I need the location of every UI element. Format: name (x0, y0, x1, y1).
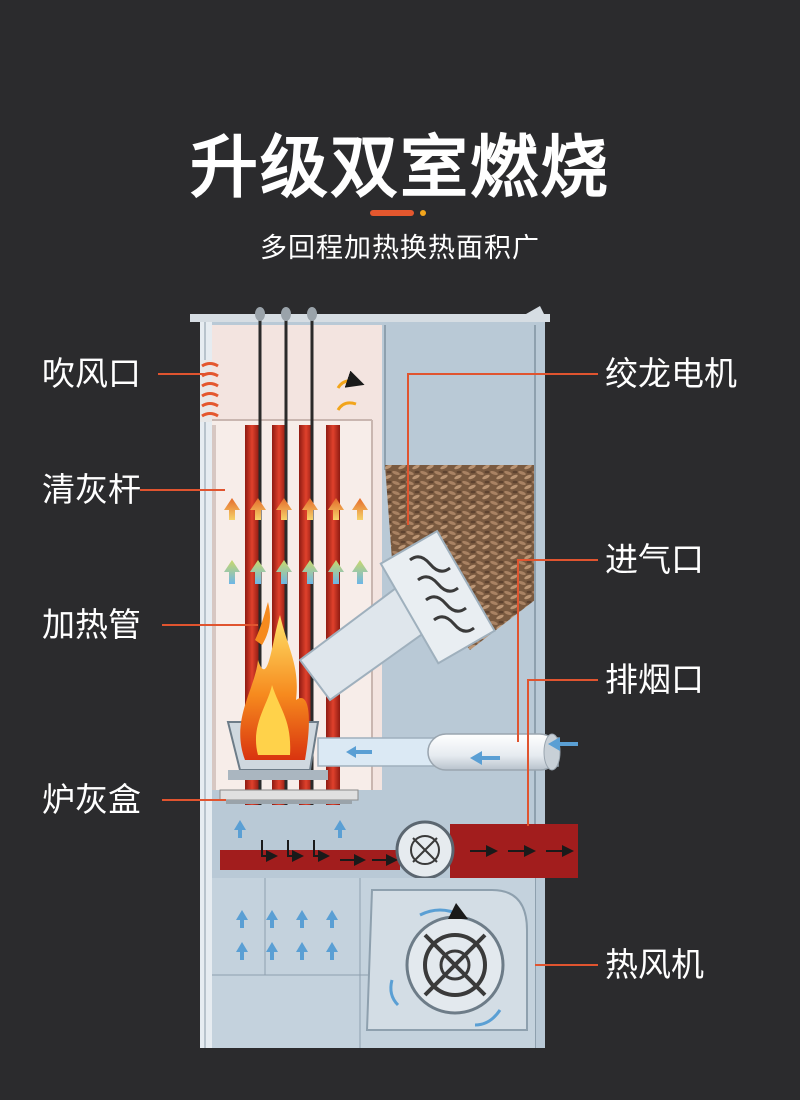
label-hot-air-fan: 热风机 (605, 945, 704, 984)
leader-lines (140, 373, 598, 966)
wood-pellets-icon (385, 465, 535, 650)
label-air-inlet: 进气口 (605, 540, 704, 579)
label-blower: 吹风口 (42, 354, 141, 393)
exhaust-flue (395, 820, 578, 880)
label-heating-tube: 加热管 (42, 605, 141, 644)
up-arrow-icon (224, 498, 368, 584)
accent-bar (370, 210, 414, 216)
label-ash-box: 炉灰盒 (42, 780, 141, 819)
page-subtitle: 多回程加热换热面积广 (260, 233, 540, 264)
page-title: 升级双室燃烧 (189, 129, 610, 208)
label-exhaust: 排烟口 (605, 660, 704, 699)
air-inlet-pipe (317, 733, 578, 771)
label-ash-rod: 清灰杆 (42, 470, 141, 509)
title-accent (370, 210, 430, 216)
ash-box (219, 789, 359, 804)
accent-dot (420, 210, 426, 216)
flame-icon (240, 602, 309, 760)
lower-heat-exchanger (212, 805, 400, 870)
auger-screw-icon (298, 529, 496, 702)
fan-icon (389, 902, 505, 1027)
blower-grille (200, 360, 219, 422)
pellet-hopper (384, 325, 536, 1048)
label-auger-motor: 绞龙电机 (605, 354, 737, 393)
